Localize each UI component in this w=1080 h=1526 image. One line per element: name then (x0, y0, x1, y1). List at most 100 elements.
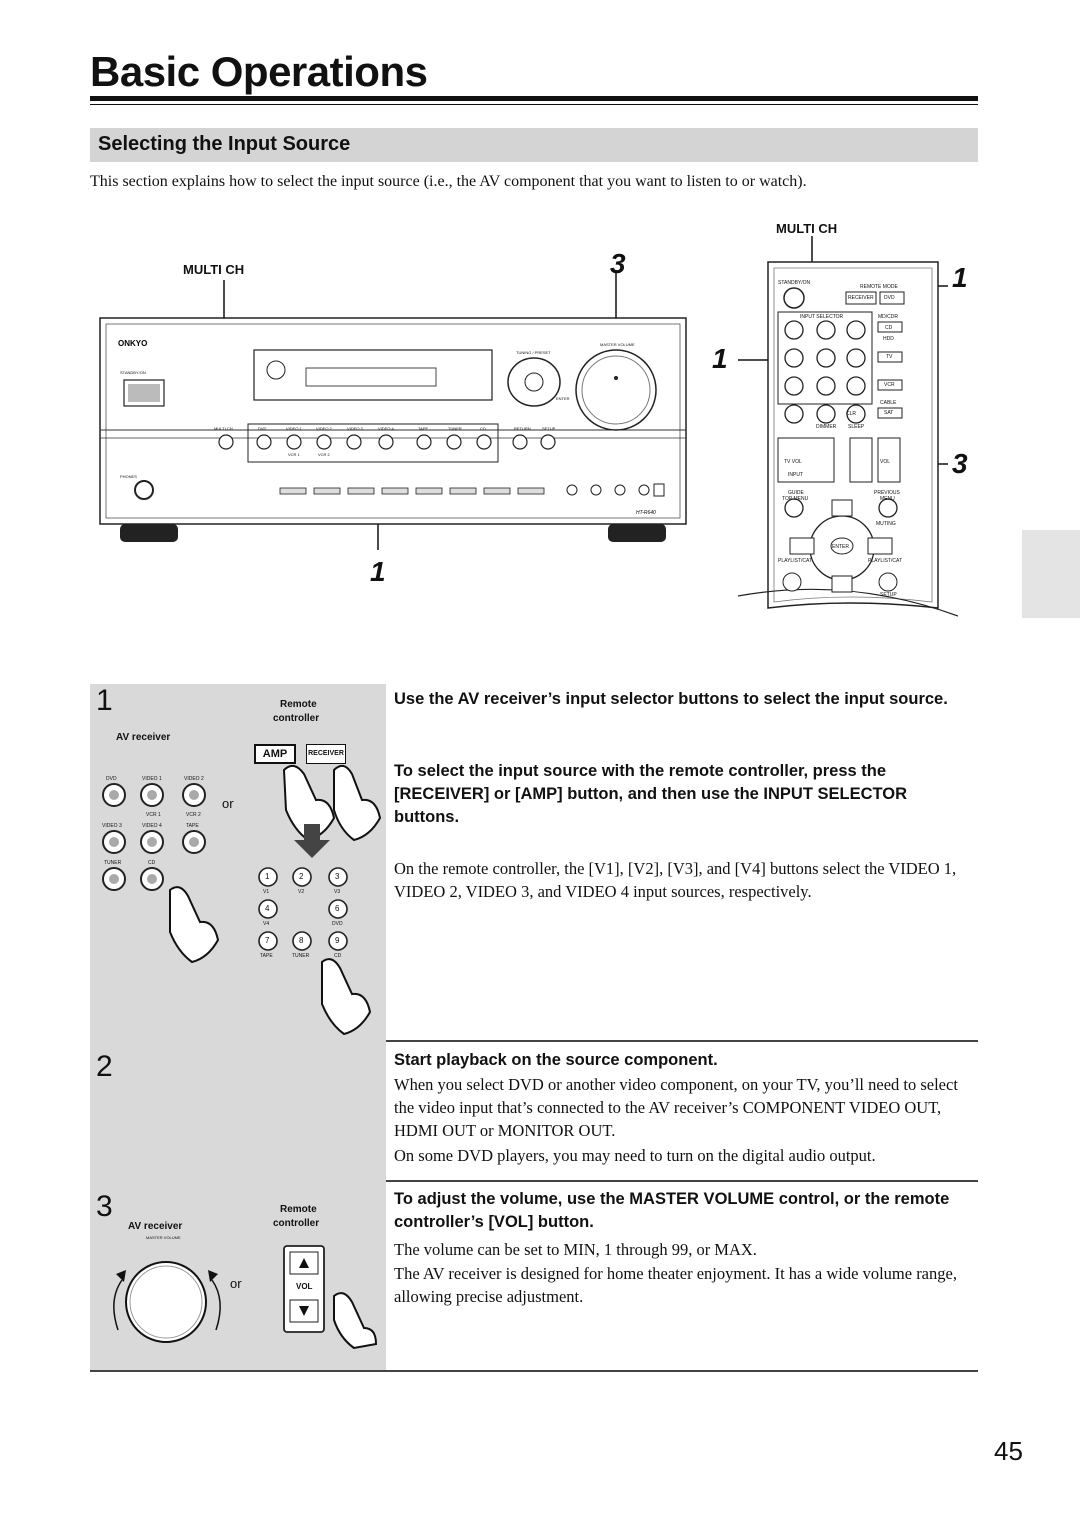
receiver-video1-label: VIDEO 1 (286, 426, 302, 431)
step-2-number: 2 (96, 1050, 113, 1083)
remote-receiver-key[interactable]: RECEIVER (848, 295, 874, 301)
page-title: Basic Operations (90, 48, 428, 95)
step-3-vol-key[interactable]: VOL (296, 1282, 313, 1291)
remote-menu-label: MENU (880, 496, 895, 502)
step-1-video2-label: VIDEO 2 (184, 776, 204, 782)
step-2-body-1: When you select DVD or another video com… (394, 1075, 958, 1140)
step-1-key-v1-label: V1 (263, 889, 270, 895)
remote-vol-key[interactable]: VOL (880, 459, 891, 465)
step-1-body: On the remote controller, the [V1], [V2]… (394, 859, 957, 901)
remote-setup-label: SETUP (880, 592, 897, 598)
step-1-video4-label: VIDEO 4 (142, 823, 162, 829)
step-1-heading: Use the AV receiver’s input selector but… (394, 690, 948, 708)
remote-controller-illustration (738, 236, 958, 617)
step-3-remote-label: Remote (280, 1204, 317, 1215)
callout-1-bottom: 1 (370, 556, 386, 587)
remote-playlist-left-label: PLAYLIST/CAT (778, 558, 812, 564)
callout-3-top: 3 (610, 248, 626, 279)
step-1-key-1[interactable]: 1 (265, 872, 270, 881)
title-rule-thin (90, 104, 978, 105)
step-1-key-4[interactable]: 4 (265, 904, 270, 913)
step-1-illustration (102, 764, 382, 1036)
receiver-button[interactable]: RECEIVER (306, 744, 346, 764)
page-number: 45 (994, 1436, 1023, 1466)
step-1-key-v4-label: V4 (263, 921, 270, 927)
receiver-setup-label: SETUP (542, 426, 556, 431)
remote-input-selector-label: INPUT SELECTOR (800, 314, 844, 320)
section-heading-bar (90, 128, 978, 162)
step-1-remote-label: Remote (280, 699, 317, 710)
receiver-tuning-label: TUNING / PRESET (516, 350, 551, 355)
remote-standby-label: STANDBY/ON (778, 280, 811, 286)
remote-enter-key[interactable]: ENTER (832, 544, 849, 550)
amp-button[interactable]: AMP (254, 744, 296, 764)
step-1-key-7[interactable]: 7 (265, 936, 270, 945)
multi-ch-label-receiver: MULTI CH (183, 262, 245, 277)
step-3-master-volume-label: MASTER VOLUME (146, 1235, 181, 1240)
side-tab (1022, 530, 1080, 618)
callout-3-right: 3 (952, 448, 968, 479)
step-1-key-2[interactable]: 2 (299, 872, 304, 881)
remote-previous-label: PREVIOUS (874, 490, 900, 496)
step-3-number: 3 (96, 1190, 113, 1223)
callout-1-mid: 1 (712, 343, 728, 374)
callout-1-right: 1 (952, 262, 968, 293)
remote-dimmer-label: DIMMER (816, 424, 837, 430)
step-1-key-9[interactable]: 9 (335, 936, 340, 945)
step-2-body-2: On some DVD players, you may need to tur… (394, 1146, 876, 1165)
step-divider-3 (386, 1180, 978, 1182)
receiver-multi-ch-button-label: MULTI CH (214, 426, 233, 431)
remote-sat-key[interactable]: SAT (884, 410, 894, 416)
receiver-brand: ONKYO (118, 339, 147, 348)
step-1-controller-label: controller (273, 713, 320, 724)
step-3-heading: To adjust the volume, use the MASTER VOL… (394, 1190, 950, 1231)
receiver-video2-label: VIDEO 2 (316, 426, 332, 431)
step-1-or-label: or (222, 796, 234, 811)
receiver-vcr1-label: VCR 1 (288, 452, 300, 457)
step-1-key-tape-label: TAPE (260, 953, 273, 959)
remote-sleep-label: SLEEP (848, 424, 865, 430)
receiver-cd-label: CD (480, 426, 486, 431)
step-1-key-8[interactable]: 8 (299, 936, 304, 945)
step-divider-2 (386, 1040, 978, 1042)
receiver-tuner-label: TUNER (448, 426, 462, 431)
receiver-video3-label: VIDEO 3 (347, 426, 363, 431)
step-1-key-v2-label: V2 (298, 889, 305, 895)
step-3-illustration (113, 1245, 378, 1350)
step-1-key-tuner-label: TUNER (292, 953, 310, 959)
step-2-heading: Start playback on the source component. (394, 1051, 718, 1069)
remote-cable-label: CABLE (880, 400, 897, 406)
step-3-or-label: or (230, 1276, 242, 1291)
receiver-model: HT-R640 (636, 510, 656, 516)
step-1-key-v3-label: V3 (334, 889, 341, 895)
step-1-vcr1-label: VCR 1 (146, 812, 161, 818)
step-1-key-3[interactable]: 3 (335, 872, 340, 881)
av-receiver-front-panel: ONKYO HT-R640 (99, 270, 687, 550)
step-1-key-dvd-label: DVD (332, 921, 343, 927)
remote-guide-label: GUIDE (788, 490, 804, 496)
step-1-key-cd-label: CD (334, 953, 342, 959)
step-1-key-6[interactable]: 6 (335, 904, 340, 913)
receiver-tape-label: TAPE (418, 426, 429, 431)
remote-clr-key[interactable]: CLR (846, 411, 857, 417)
step-1-video1-label: VIDEO 1 (142, 776, 162, 782)
remote-cd-key[interactable]: CD (885, 325, 893, 331)
remote-tv-key[interactable]: TV (886, 354, 893, 360)
steps-bottom-rule (90, 1370, 978, 1372)
remote-input-key[interactable]: INPUT (788, 472, 803, 478)
remote-md-cdr-label: MD/CDR (878, 314, 898, 320)
receiver-phones-label: PHONES (120, 474, 137, 479)
receiver-enter-label: ENTER (556, 396, 570, 401)
step-3-body-2: The AV receiver is designed for home the… (394, 1264, 957, 1306)
receiver-video4-label: VIDEO 4 (378, 426, 394, 431)
step-1-dvd-label: DVD (106, 776, 117, 782)
step-1-number: 1 (96, 684, 113, 717)
remote-dvd-key[interactable]: DVD (884, 295, 895, 301)
remote-tv-vol-label: TV VOL (784, 459, 802, 465)
title-rule-thick (90, 96, 978, 101)
step-1-av-receiver-label: AV receiver (116, 732, 171, 743)
receiver-standby-label: STANDBY/ON (120, 370, 146, 375)
step-1-subheading: To select the input source with the remo… (394, 762, 908, 826)
receiver-vcr2-label: VCR 2 (318, 452, 330, 457)
remote-vcr-key[interactable]: VCR (884, 382, 895, 388)
